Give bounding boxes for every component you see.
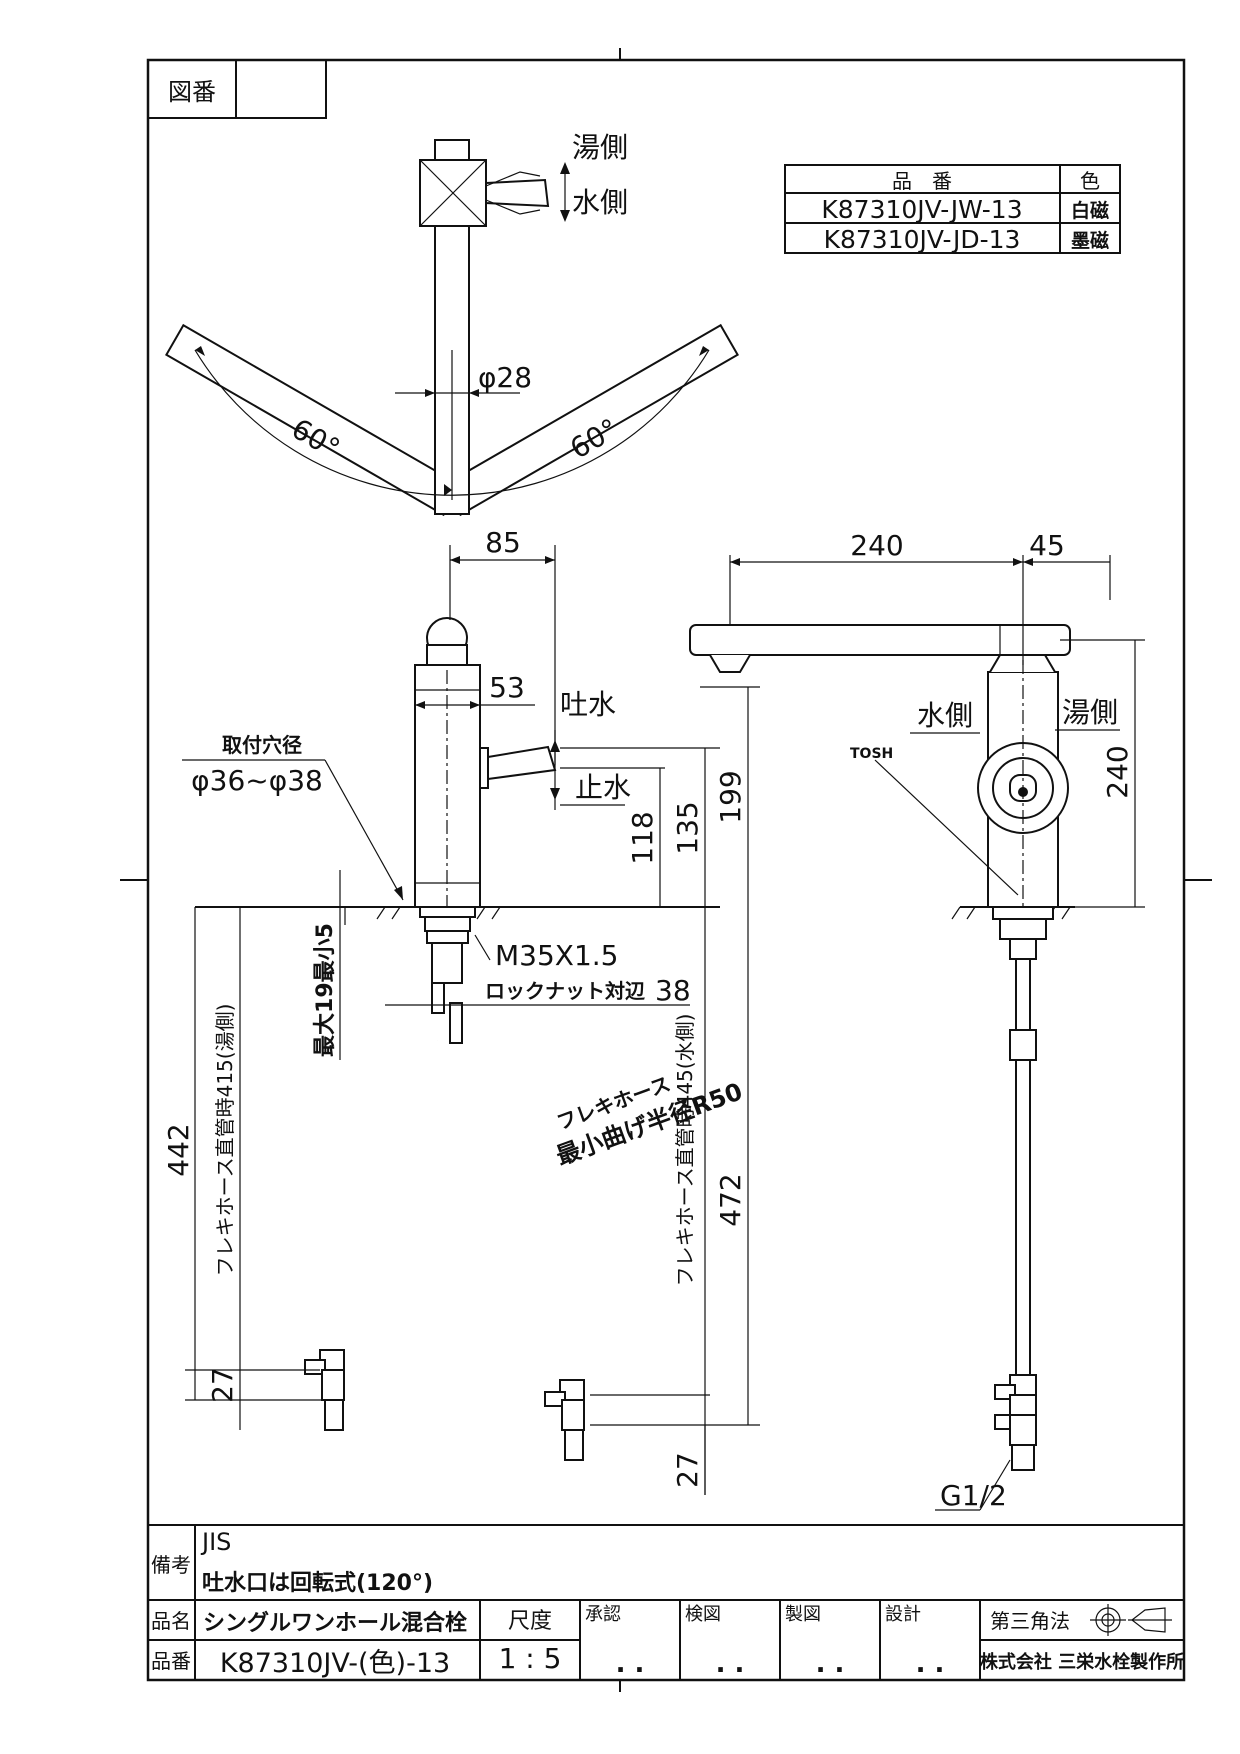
remarks-line1: JIS	[200, 1528, 231, 1556]
stop-label: 止水	[575, 771, 631, 804]
locknut-label: ロックナット対辺	[485, 979, 645, 1003]
side-cold: 水側	[917, 699, 973, 732]
top-cold-side: 水側	[572, 186, 628, 219]
brand-mark: TOSH	[850, 746, 893, 762]
dim-472: 472	[714, 1173, 747, 1226]
pipe-thread: G1/2	[940, 1479, 1007, 1512]
max-min: 最大19最小5	[313, 923, 338, 1057]
number-value: K87310JV-(色)-13	[220, 1648, 450, 1679]
spout-label: 吐水	[560, 688, 616, 721]
name-value: シングルワンホール混合栓	[203, 1610, 467, 1636]
top-view: φ28 60° 60° 湯側 水側	[165, 131, 739, 517]
mount-hole-value: φ36~φ38	[191, 764, 323, 797]
third-angle-projection-icon	[1090, 1604, 1172, 1636]
table-row-color-2: 墨磁	[1071, 229, 1109, 252]
name-label: 品名	[151, 1609, 191, 1633]
remarks-line2: 吐水口は回転式(120°)	[202, 1570, 433, 1596]
dim-240-top: 240	[850, 529, 903, 562]
dim-135: 135	[671, 801, 704, 854]
check-dots: . .	[716, 1649, 745, 1679]
dim-118: 118	[626, 811, 659, 864]
check-label: 検図	[685, 1604, 721, 1625]
projection-label: 第三角法	[990, 1609, 1070, 1633]
table-header-code: 品 番	[892, 169, 952, 193]
remarks-label: 備考	[151, 1553, 191, 1577]
number-label: 品番	[151, 1649, 191, 1673]
dim-199: 199	[714, 770, 747, 823]
drawing-number-box: 図番	[147, 59, 327, 119]
product-table: 品 番 色 K87310JV-JW-13 白磁 K87310JV-JD-13 墨…	[784, 164, 1121, 254]
hose-hot-length: フレキホース直管時415(湯側)	[213, 1004, 237, 1277]
table-row-code-1: K87310JV-JW-13	[821, 195, 1022, 224]
design-dots: . .	[916, 1649, 945, 1679]
front-view: 85 53 吐水 止水 取付穴径 φ36~φ38 118 135 199 472	[162, 526, 760, 1495]
drawing-number-label: 図番	[168, 78, 216, 106]
dim-27-left: 27	[206, 1367, 239, 1403]
approve-dots: . .	[616, 1649, 645, 1679]
dim-45: 45	[1029, 529, 1065, 562]
dim-27-bottom: 27	[671, 1452, 704, 1488]
table-header-color: 色	[1080, 169, 1100, 193]
table-row-code-2: K87310JV-JD-13	[824, 225, 1021, 254]
title-block: 備考 JIS 吐水口は回転式(120°) 品名 シングルワンホール混合栓 品番 …	[148, 1524, 1184, 1680]
top-hot-side: 湯側	[572, 131, 628, 164]
side-hot: 湯側	[1062, 696, 1118, 729]
locknut-value: 38	[655, 974, 691, 1007]
company-name: 株式会社 三栄水栓製作所	[980, 1651, 1184, 1673]
scale-label: 尺度	[508, 1609, 552, 1634]
dim-240-side: 240	[1101, 745, 1134, 798]
draw-label: 製図	[785, 1604, 821, 1625]
hose-cold-length: フレキホース直管時445(水側)	[673, 1014, 697, 1287]
table-row-color-1: 白磁	[1071, 199, 1109, 222]
design-label: 設計	[885, 1604, 921, 1625]
dim-442: 442	[162, 1123, 195, 1176]
mount-hole-label: 取付穴径	[222, 733, 302, 757]
dim-53: 53	[489, 671, 525, 704]
dim-85: 85	[485, 526, 521, 559]
top-diameter: φ28	[478, 361, 532, 394]
thread: M35X1.5	[495, 939, 619, 972]
approve-label: 承認	[585, 1604, 621, 1625]
drawing-frame	[146, 58, 1186, 1682]
scale-value: 1 : 5	[499, 1642, 562, 1675]
draw-dots: . .	[816, 1649, 845, 1679]
side-view: 240 45 240 水側 湯側 TOSH G1/2	[689, 529, 1145, 1512]
